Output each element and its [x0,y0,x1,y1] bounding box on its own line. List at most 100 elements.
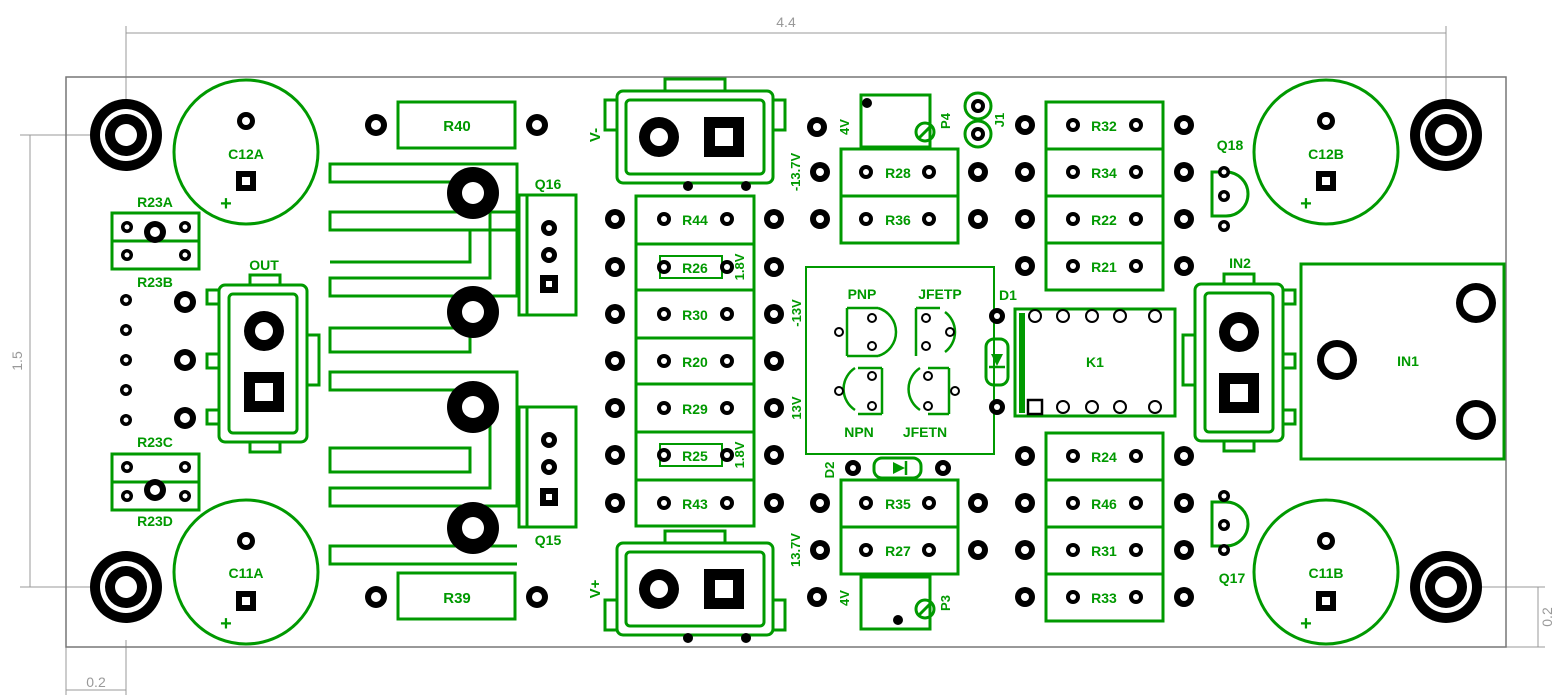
c12a-label: C12A [228,146,264,162]
r26-label: R26 [682,260,708,276]
r39-label: R39 [443,590,471,607]
d2-label: D2 [822,462,837,479]
mounting-holes [90,99,1482,623]
voltage-13-7v: 13.7V [788,533,803,567]
voltage-13v-neg: -13V [789,299,804,327]
right-resistor-block-bottom [1015,431,1194,623]
resistors-r35-r27 [810,478,988,576]
v-minus-label: V- [587,128,604,142]
r36-label: R36 [885,212,911,228]
r32-label: R32 [1091,118,1117,134]
in1-label: IN1 [1397,353,1419,369]
q18-label: Q18 [1217,137,1244,153]
npn-label: NPN [844,424,874,440]
capacitor-c12a [172,78,320,226]
r22-label: R22 [1091,212,1117,228]
board-outline [65,76,1507,648]
c11b-polarity: + [1300,613,1312,635]
offset-x-dimension-label: 0.2 [86,674,106,690]
v-plus-label: V+ [587,579,604,598]
r46-label: R46 [1091,496,1117,512]
power-resistor-bodies [328,162,519,566]
c11b-label: C11B [1308,565,1343,581]
r43-label: R43 [682,496,708,512]
socket-outlines [842,306,957,416]
voltage-neg-13-7v: -13.7V [788,153,803,192]
transistor-q17 [1210,490,1250,556]
transistor-q16 [517,193,578,317]
r23b-label: R23B [137,274,173,290]
c12b-label: C12B [1308,146,1344,162]
right-resistor-block-top [1015,100,1194,292]
left-small-pads [120,291,196,429]
resistors-r28-r36 [810,147,988,245]
r23-block [110,211,201,512]
resistor-r40 [365,100,548,150]
jumper-j1 [963,91,993,149]
r28-label: R28 [885,165,911,181]
capacitor-c12b [1252,78,1400,226]
r24-label: R24 [1091,449,1117,465]
diode-d2 [845,456,951,480]
voltage-13v-pos: 13V [789,396,804,419]
voltage-1-8v-top: 1.8V [732,253,747,280]
c12a-polarity: + [220,193,232,215]
in1-jack [1299,262,1506,461]
socket-area [805,266,995,455]
relay-k1 [1013,307,1177,418]
power-resistor-pads [447,167,499,554]
q15-label: Q15 [535,532,562,548]
diode-d1 [984,308,1010,415]
r21-label: R21 [1091,259,1117,275]
jfetn-label: JFETN [903,424,947,440]
r34-label: R34 [1091,165,1117,181]
out-label: OUT [249,257,279,273]
trimmer-p3 [807,575,936,631]
voltage-4v-bottom: 4V [837,590,852,606]
in2-connector [1181,272,1297,453]
v-minus-connector [603,77,787,185]
socket-pins [834,313,960,411]
q16-label: Q16 [535,176,562,192]
resistor-r39 [365,571,548,621]
r44-label: R44 [682,212,708,228]
r23a-label: R23A [137,194,173,210]
r29-label: R29 [682,401,708,417]
voltage-4v-top: 4V [837,119,852,135]
c11a-polarity: + [220,613,232,635]
capacitor-c11b [1252,498,1400,646]
p4-label: P4 [938,112,953,129]
r40-label: R40 [443,118,471,135]
width-dimension-label: 4.4 [776,14,796,30]
trimmer-p4 [807,93,936,149]
r30-label: R30 [682,307,708,323]
j1-label: J1 [992,113,1007,127]
v-plus-connector [603,529,787,637]
in2-label: IN2 [1229,255,1251,271]
k1-label: K1 [1086,354,1104,370]
voltage-1-8v-bottom: 1.8V [732,441,747,468]
r31-label: R31 [1091,543,1117,559]
r23d-label: R23D [137,513,173,529]
r33-label: R33 [1091,590,1117,606]
d1-label: D1 [999,287,1017,303]
r27-label: R27 [885,543,911,559]
r25-label: R25 [682,448,708,464]
offset-y-dimension-label: 0.2 [1539,607,1555,627]
c12b-polarity: + [1300,193,1312,215]
capacitor-c11a [172,498,320,646]
r35-label: R35 [885,496,911,512]
q17-label: Q17 [1219,570,1246,586]
height-dimension-label: 1.5 [9,351,25,371]
p3-label: P3 [938,595,953,611]
center-resistor-column [634,194,756,528]
center-resistor-pads [605,209,784,513]
pnp-label: PNP [848,286,877,302]
r20-label: R20 [682,354,708,370]
r23c-label: R23C [137,434,173,450]
out-connector [205,273,321,454]
c11a-label: C11A [228,565,263,581]
jfetp-label: JFETP [918,286,962,302]
transistor-q18 [1210,166,1250,232]
